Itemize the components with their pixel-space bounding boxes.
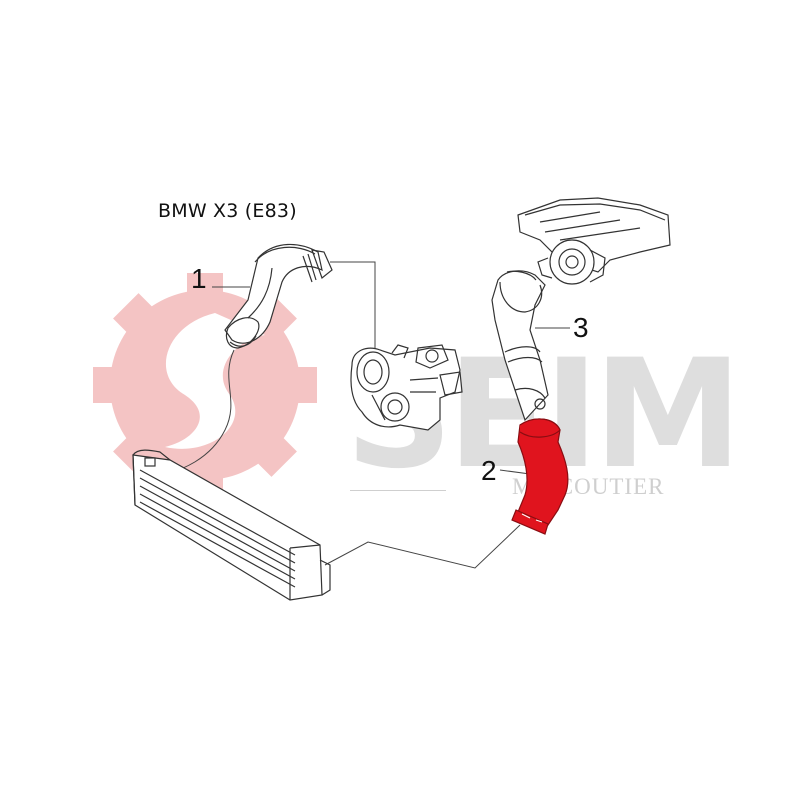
callout-1: 1 <box>191 263 207 294</box>
intercooler-icon <box>132 449 331 601</box>
callout-3: 3 <box>573 312 589 343</box>
intake-manifold-icon <box>517 197 671 285</box>
turbocharger-icon <box>350 344 463 431</box>
hose-2-highlighted-icon <box>511 418 569 535</box>
hose-1-icon <box>224 243 333 349</box>
diagram-title: BMW X3 (E83) <box>158 200 297 222</box>
callout-2: 2 <box>481 455 497 486</box>
hose-3-icon <box>491 270 549 422</box>
watermark-divider <box>350 490 446 491</box>
